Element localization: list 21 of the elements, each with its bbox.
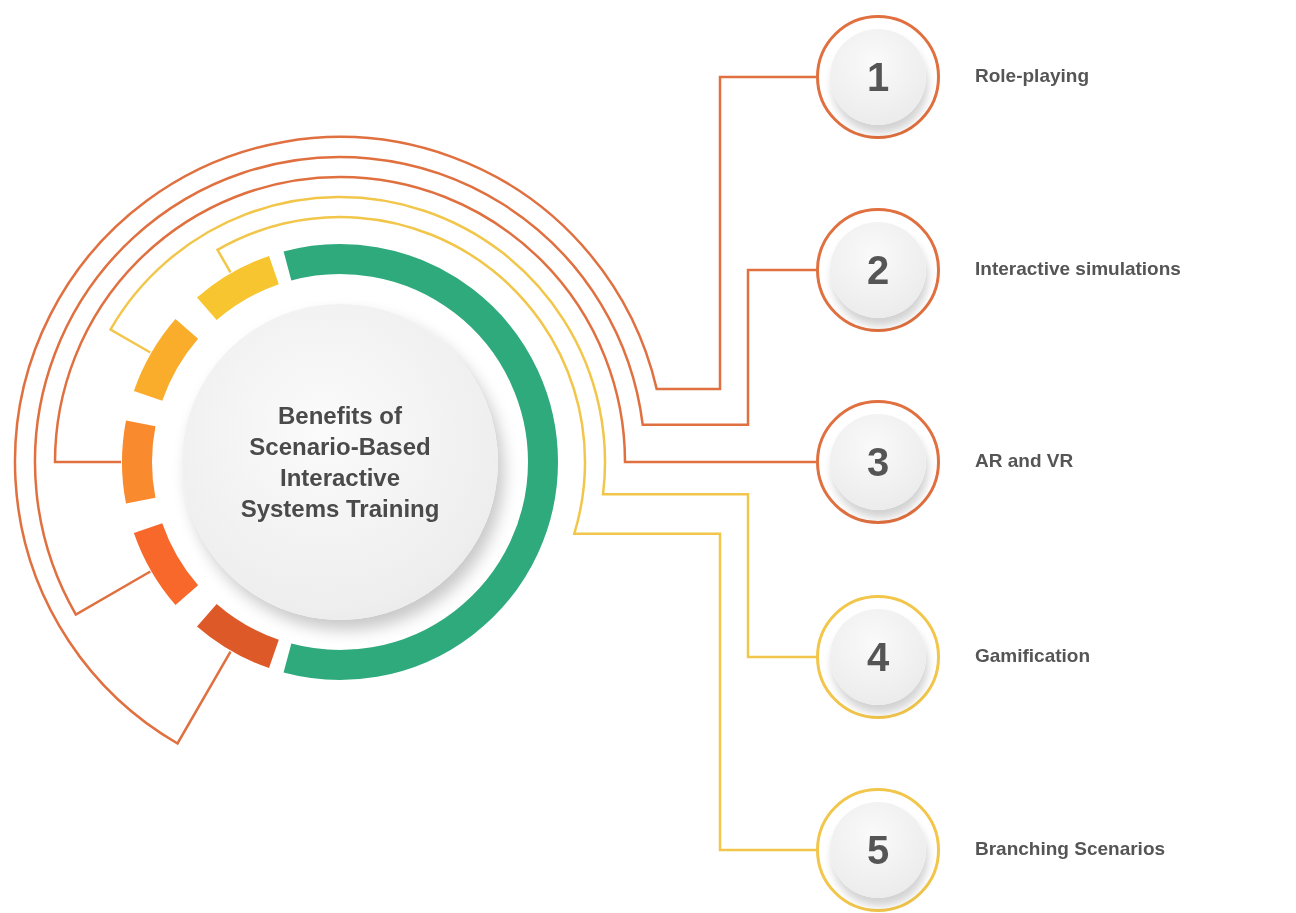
center-title: Benefits of Scenario-Based Interactive Systems Training — [239, 400, 441, 525]
step-number: 3 — [866, 439, 890, 485]
step-number: 4 — [866, 634, 890, 680]
connector-line — [34, 156, 816, 616]
step-number: 1 — [866, 54, 890, 100]
connector-line — [109, 196, 816, 659]
ring-segment — [133, 319, 199, 401]
step-label: Gamification — [975, 645, 1091, 667]
ring-segment — [197, 255, 279, 321]
ring-segment — [197, 603, 279, 669]
step-number: 2 — [866, 247, 890, 293]
step-number: 5 — [866, 827, 890, 873]
connector-line — [216, 215, 816, 852]
ring-segment — [122, 420, 156, 504]
step-label: Role-playing — [975, 65, 1089, 87]
step-label: Branching Scenarios — [975, 838, 1166, 860]
connector-line — [53, 176, 816, 464]
ring-segment — [133, 523, 199, 605]
step-label: AR and VR — [975, 450, 1074, 472]
connector-line — [14, 75, 816, 745]
step-label: Interactive simulations — [975, 258, 1181, 280]
